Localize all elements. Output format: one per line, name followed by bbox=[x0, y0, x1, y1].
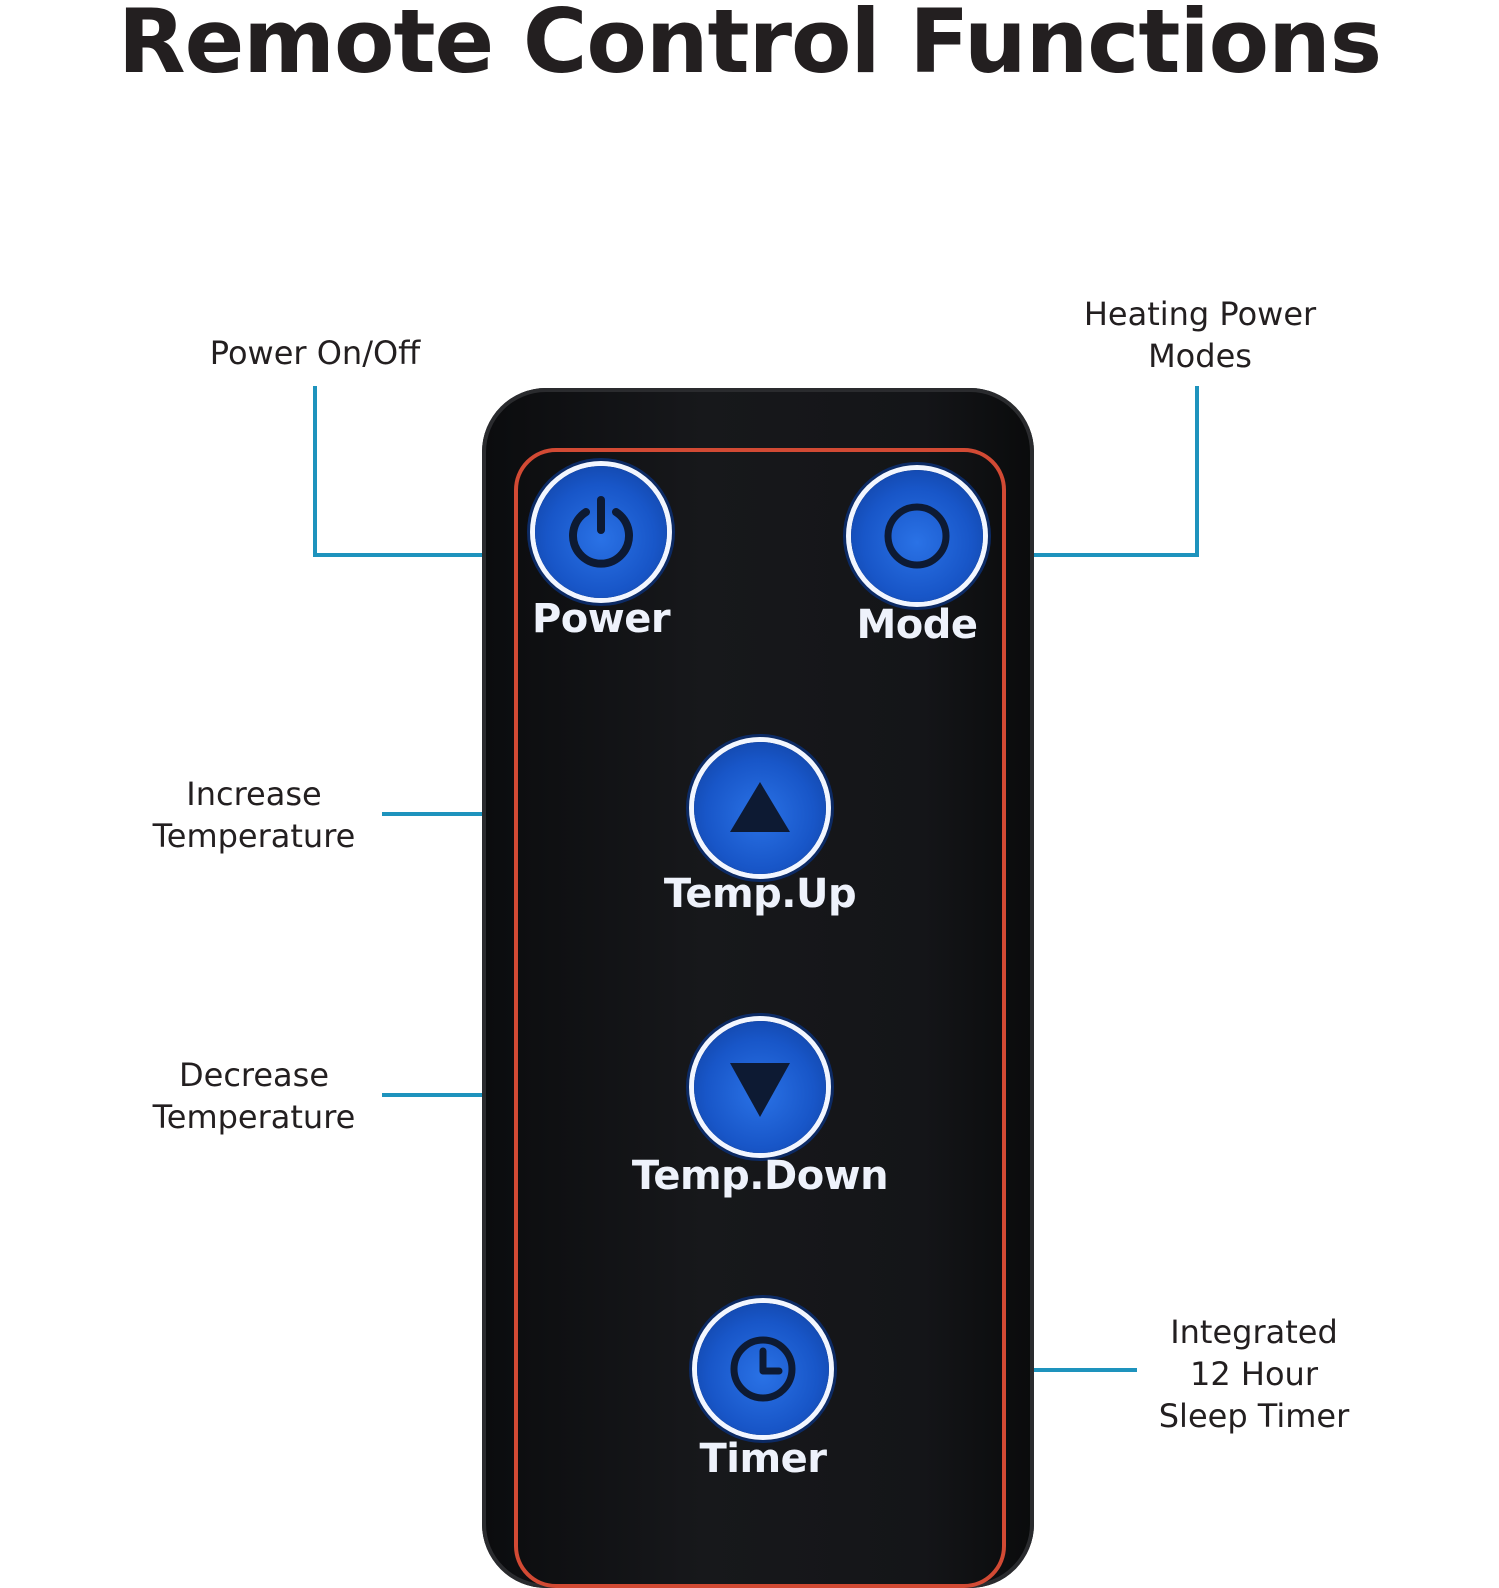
callout-timer-line2: 12 Hour bbox=[1190, 1355, 1318, 1393]
callout-temp-up-line1: Increase bbox=[186, 775, 322, 813]
leader-mode-vertical bbox=[1195, 386, 1199, 556]
callout-temp-down: Decrease Temperature bbox=[138, 1054, 370, 1138]
mode-button[interactable] bbox=[851, 470, 983, 602]
circle-icon bbox=[884, 503, 950, 569]
temp-down-button[interactable] bbox=[694, 1021, 826, 1153]
leader-power-vertical bbox=[313, 386, 317, 556]
callout-mode-line1: Heating Power bbox=[1083, 295, 1317, 333]
power-button[interactable] bbox=[535, 466, 667, 598]
timer-button-label: Timer bbox=[699, 1436, 827, 1482]
callout-temp-up-line2: Temperature bbox=[152, 817, 356, 855]
callout-power-text: Power On/Off bbox=[209, 334, 421, 372]
page-title: Remote Control Functions bbox=[117, 0, 1382, 93]
power-icon bbox=[569, 496, 633, 568]
callout-mode-line2: Modes bbox=[1148, 337, 1252, 375]
callout-temp-down-line2: Temperature bbox=[152, 1098, 356, 1136]
power-button-label: Power bbox=[531, 596, 671, 642]
leader-power-horizontal bbox=[313, 553, 522, 557]
temp-up-button[interactable] bbox=[694, 742, 826, 874]
callout-temp-down-line1: Decrease bbox=[178, 1056, 330, 1094]
temp-down-button-label: Temp.Down bbox=[631, 1153, 889, 1199]
triangle-up-icon bbox=[730, 782, 790, 832]
clock-icon bbox=[730, 1336, 796, 1402]
triangle-down-icon bbox=[730, 1063, 790, 1117]
callout-temp-up: Increase Temperature bbox=[138, 773, 370, 857]
timer-button[interactable] bbox=[697, 1303, 829, 1435]
leader-mode-horizontal bbox=[990, 553, 1199, 557]
mode-button-label: Mode bbox=[856, 602, 978, 648]
callout-power: Power On/Off bbox=[195, 332, 435, 374]
callout-mode: Heating Power Modes bbox=[1060, 293, 1340, 377]
callout-timer-line1: Integrated bbox=[1170, 1313, 1338, 1351]
callout-timer: Integrated 12 Hour Sleep Timer bbox=[1143, 1311, 1365, 1437]
callout-timer-line3: Sleep Timer bbox=[1158, 1397, 1350, 1435]
temp-up-button-label: Temp.Up bbox=[663, 871, 857, 917]
